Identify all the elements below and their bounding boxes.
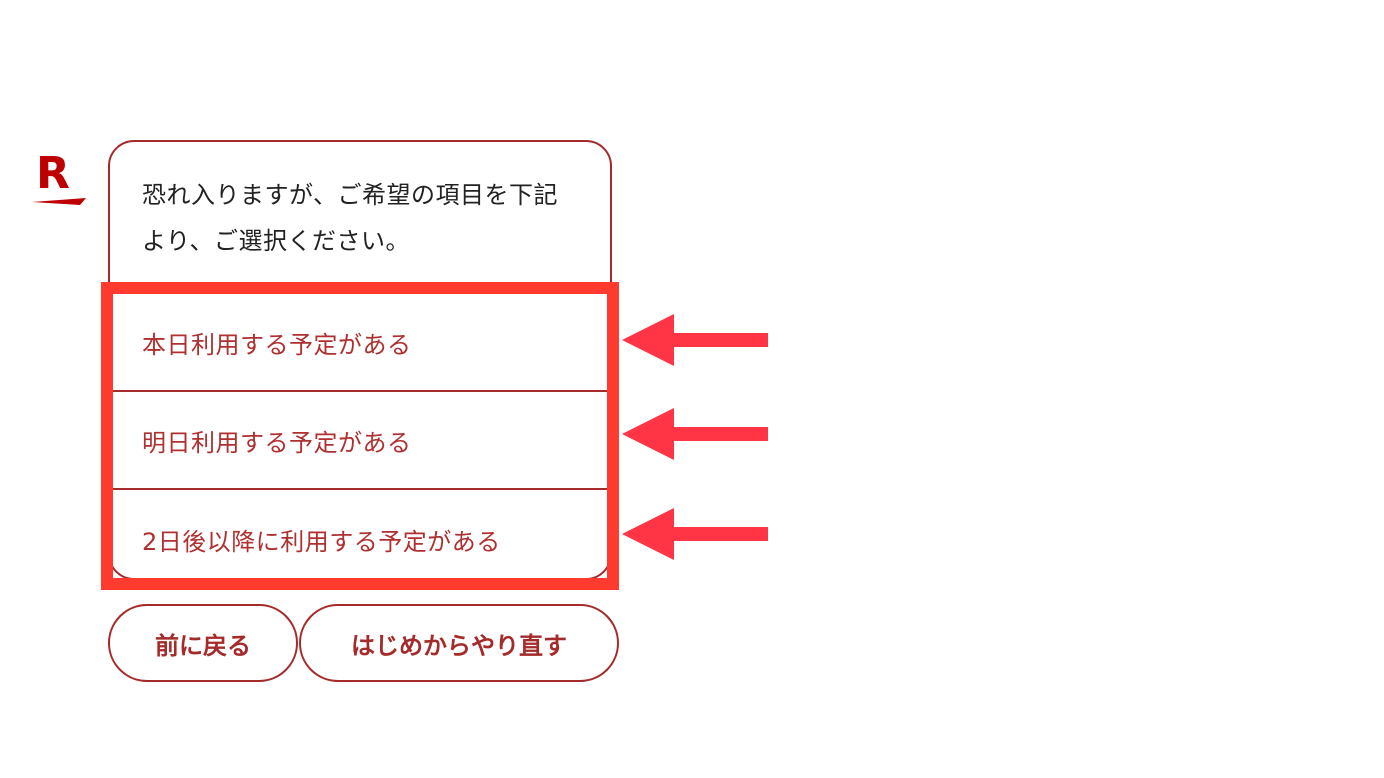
action-buttons: 前に戻る はじめからやり直す (108, 604, 619, 682)
option-today[interactable]: 本日利用する予定がある (110, 294, 610, 392)
arrow-left-icon (622, 508, 768, 560)
option-list: 本日利用する予定がある 明日利用する予定がある 2日後以降に利用する予定がある (110, 290, 610, 578)
option-tomorrow[interactable]: 明日利用する予定がある (110, 392, 610, 490)
arrow-left-icon (622, 314, 768, 366)
option-two-days-later[interactable]: 2日後以降に利用する予定がある (142, 527, 501, 556)
rakuten-logo-icon: R (32, 148, 86, 205)
bot-message: 恐れ入りますが、ご希望の項目を下記より、ご選択ください。 (142, 181, 559, 255)
chat-bubble: 恐れ入りますが、ご希望の項目を下記より、ご選択ください。 本日利用する予定がある… (108, 140, 612, 580)
arrow-left-icon (622, 408, 768, 460)
restart-button[interactable]: はじめからやり直す (299, 604, 619, 682)
svg-text:R: R (36, 148, 70, 199)
back-button[interactable]: 前に戻る (108, 604, 298, 682)
